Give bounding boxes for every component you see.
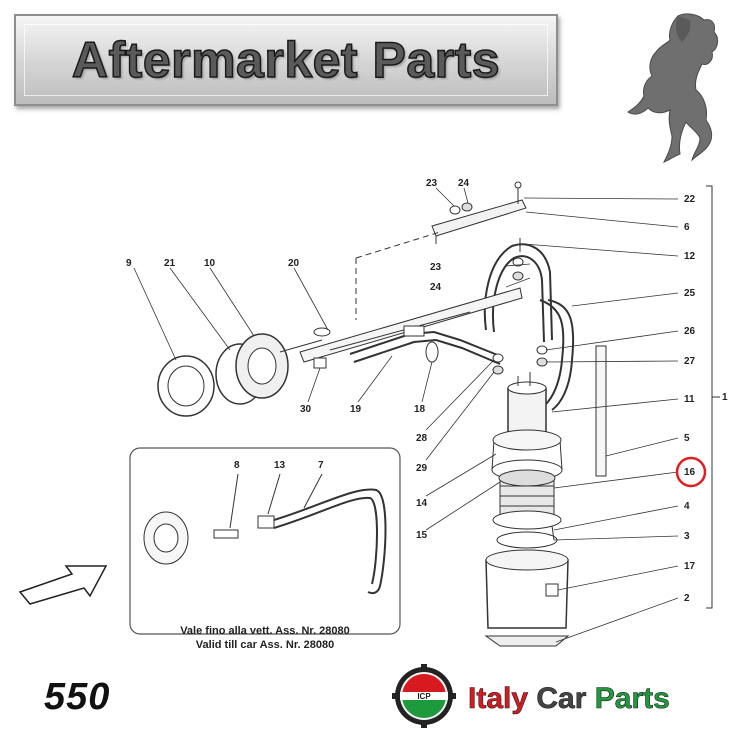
callout-27: 27: [684, 356, 696, 367]
brand-word-car: Car: [536, 682, 587, 716]
brand-word-parts: Parts: [594, 682, 670, 716]
callout-17: 17: [684, 561, 696, 572]
svg-text:ICP: ICP: [417, 692, 431, 701]
callout-4: 4: [684, 501, 690, 512]
prancing-horse-icon: [627, 13, 719, 163]
callout-21: 21: [164, 258, 176, 269]
banner-title: Aftermarket Parts: [71, 31, 501, 89]
inset-caption-english: Valid till car Ass. Nr. 28080: [196, 639, 334, 651]
callout-3: 3: [684, 531, 690, 542]
callout-6: 6: [684, 222, 690, 233]
callout-20: 20: [288, 258, 300, 269]
inset-panel: [129, 447, 401, 635]
callout-25: 25: [684, 288, 696, 299]
model-number: 550: [44, 676, 111, 718]
callout-26: 26: [684, 326, 696, 337]
pointer-arrow-icon: [18, 565, 108, 605]
brand-word-italy: Italy: [468, 682, 529, 716]
gear-wreath-logo-icon: ICP: [392, 664, 456, 728]
callout-9: 9: [126, 258, 132, 269]
callout-29: 29: [416, 463, 428, 474]
callout-15: 15: [416, 530, 428, 541]
callout-10: 10: [204, 258, 216, 269]
inset-callout-13: 13: [274, 460, 286, 471]
brand-name: Italy Car Parts: [468, 682, 670, 716]
inset-callout-8: 8: [234, 460, 240, 471]
callout-30: 30: [300, 404, 312, 415]
callout-14: 14: [416, 498, 428, 509]
group-bracket: [706, 185, 713, 609]
callout-5: 5: [684, 433, 690, 444]
highlight-circle-16: [675, 456, 707, 488]
callout-12: 12: [684, 251, 696, 262]
callout-16: 16: [684, 467, 696, 478]
aftermarket-parts-banner: Aftermarket Parts: [14, 14, 558, 106]
callout-24: 24: [430, 282, 442, 293]
callout-24-top: 24: [458, 178, 470, 189]
callout-23: 23: [430, 262, 442, 273]
callout-1: 1: [722, 392, 728, 403]
callout-11: 11: [684, 394, 695, 405]
inset-caption-italian: Vale fino alla vett. Ass. Nr. 28080: [180, 625, 350, 637]
callout-23-top: 23: [426, 178, 438, 189]
callout-22: 22: [684, 194, 696, 205]
inset-callout-7: 7: [318, 460, 324, 471]
callout-28: 28: [416, 433, 428, 444]
callout-2: 2: [684, 593, 690, 604]
callout-18: 18: [414, 404, 426, 415]
callout-19: 19: [350, 404, 362, 415]
